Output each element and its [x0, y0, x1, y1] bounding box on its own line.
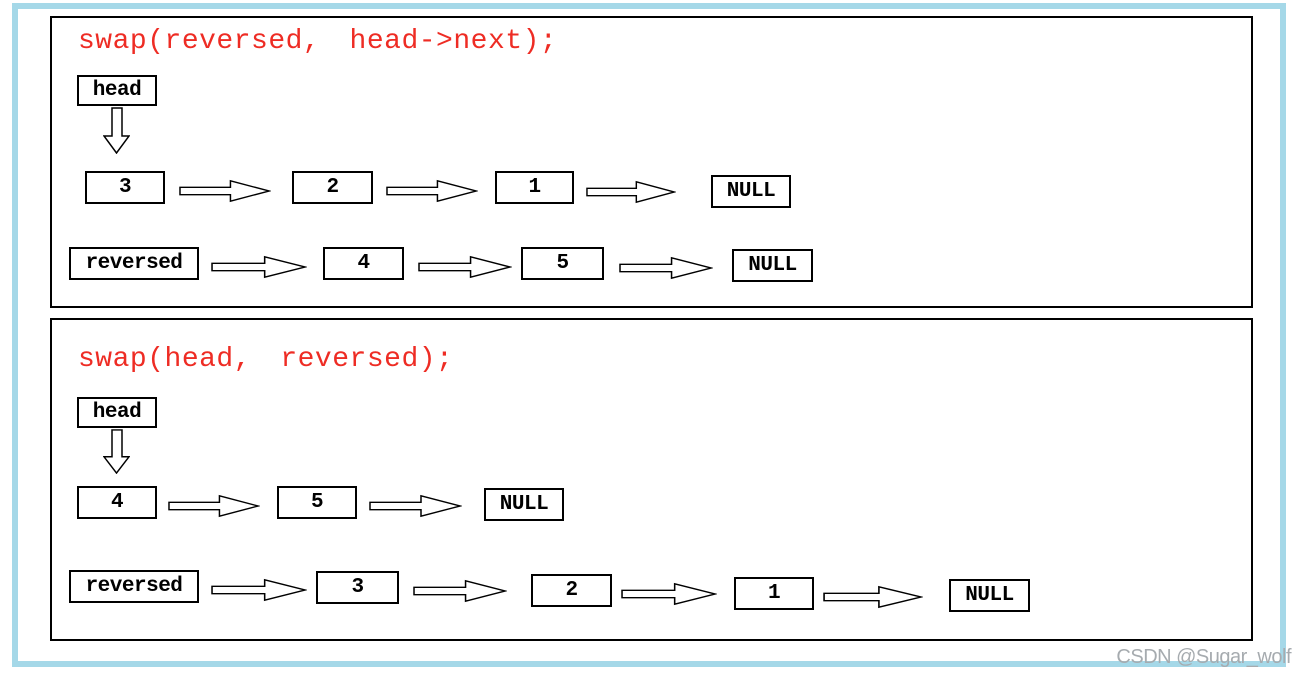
- node-box-1: 1: [495, 171, 574, 204]
- null-box: NULL: [732, 249, 813, 282]
- node-box-3: 3: [316, 571, 399, 604]
- right-arrow-icon: [586, 180, 676, 204]
- down-arrow-icon: [103, 429, 130, 474]
- right-arrow-icon: [168, 494, 260, 518]
- right-arrow-icon: [621, 582, 717, 606]
- reversed-pointer-box: reversed: [69, 570, 199, 603]
- head-pointer-box: head: [77, 397, 157, 428]
- reversed-pointer-box: reversed: [69, 247, 199, 280]
- right-arrow-icon: [413, 579, 507, 603]
- node-box-3: 3: [85, 171, 165, 204]
- right-arrow-icon: [369, 494, 462, 518]
- right-arrow-icon: [179, 179, 271, 203]
- head-pointer-box: head: [77, 75, 157, 106]
- node-box-5: 5: [277, 486, 357, 519]
- right-arrow-icon: [386, 179, 478, 203]
- right-arrow-icon: [211, 578, 307, 602]
- node-box-4: 4: [77, 486, 157, 519]
- node-box-5: 5: [521, 247, 604, 280]
- node-box-4: 4: [323, 247, 404, 280]
- right-arrow-icon: [619, 256, 713, 280]
- panel-swap-reversed-headnext: swap(reversed, head->next); head 3 2 1 N…: [50, 16, 1253, 308]
- right-arrow-icon: [823, 585, 923, 609]
- down-arrow-icon: [103, 107, 130, 154]
- node-box-1: 1: [734, 577, 814, 610]
- panel-swap-head-reversed: swap(head, reversed); head 4 5 NULL reve…: [50, 318, 1253, 641]
- node-box-2: 2: [292, 171, 373, 204]
- right-arrow-icon: [211, 255, 307, 279]
- code-title: swap(head, reversed);: [78, 344, 454, 375]
- code-title: swap(reversed, head->next);: [78, 26, 558, 57]
- null-box: NULL: [949, 579, 1030, 612]
- null-box: NULL: [711, 175, 791, 208]
- csdn-watermark: CSDN @Sugar_wolf: [1116, 646, 1291, 668]
- node-box-2: 2: [531, 574, 612, 607]
- right-arrow-icon: [418, 255, 512, 279]
- null-box: NULL: [484, 488, 564, 521]
